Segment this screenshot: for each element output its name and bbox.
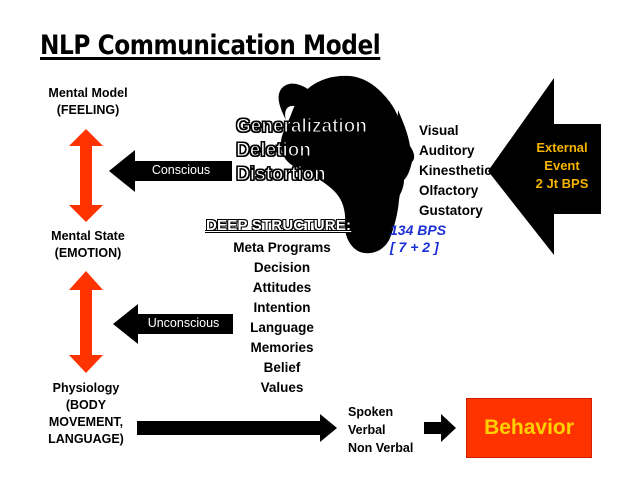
deep-structure-heading: DEEP STRUCTURE: [206, 217, 352, 234]
physiology-title: Physiology [52, 381, 120, 395]
sense-kinesthetic: Kinesthetic [419, 163, 492, 178]
external-event-label: External Event 2 Jt BPS [527, 139, 597, 193]
deep-item-attitudes: Attitudes [252, 280, 312, 295]
head-silhouette [280, 75, 405, 254]
unconscious-arrow [113, 304, 233, 344]
deep-item-belief: Belief [263, 360, 301, 375]
deep-structure-list: Meta Programs Decision Attitudes Intenti… [222, 238, 342, 398]
physiology-line-4: LANGUAGE) [48, 432, 124, 446]
filters-list: Generalization Deletion Distortion [235, 115, 367, 187]
deep-item-values: Values [260, 380, 304, 395]
sense-auditory: Auditory [419, 143, 475, 158]
physiology-output-arrow [137, 414, 337, 442]
mental-model-title: Mental Model [48, 86, 128, 100]
external-event-arrow [488, 78, 601, 255]
external-event-line-3: 2 Jt BPS [535, 176, 589, 191]
conscious-label: Conscious [151, 163, 211, 177]
sense-olfactory: Olfactory [419, 183, 479, 198]
deep-item-decision: Decision [253, 260, 311, 275]
behavior-label: Behavior [484, 416, 574, 439]
physiology-line-2: (BODY [65, 398, 107, 412]
senses-list: Visual Auditory Kinesthetic Olfactory Gu… [419, 121, 492, 221]
physiology-line-3: MOVEMENT, [48, 415, 124, 429]
behavior-box: Behavior [466, 398, 592, 458]
output-verbal: Verbal [348, 423, 386, 437]
output-behavior-arrow [424, 414, 456, 442]
mental-state-title: Mental State [51, 229, 125, 243]
filter-deletion: Deletion [235, 139, 311, 161]
red-arrow-feeling-emotion [69, 129, 103, 222]
red-arrow-emotion-physiology [69, 271, 103, 373]
bps-range: [ 7 + 2 ] [390, 239, 439, 255]
sense-gustatory: Gustatory [419, 203, 483, 218]
external-event-line-1: External [536, 140, 588, 155]
conscious-arrow [109, 150, 232, 192]
physiology-label: Physiology (BODY MOVEMENT, LANGUAGE) [32, 380, 140, 448]
bps-label: 134 BPS [ 7 + 2 ] [390, 222, 446, 256]
deep-item-intention: Intention [253, 300, 311, 315]
mental-state-label: Mental State (EMOTION) [38, 228, 138, 262]
ponytail [278, 83, 312, 120]
mental-state-sub: (EMOTION) [54, 246, 122, 260]
output-spoken: Spoken [348, 405, 394, 419]
filter-generalization: Generalization [235, 115, 367, 137]
filter-distortion: Distortion [235, 163, 326, 185]
deep-item-meta-programs: Meta Programs [233, 240, 331, 255]
output-non-verbal: Non Verbal [348, 441, 414, 455]
unconscious-label: Unconscious [147, 316, 220, 330]
mental-model-label: Mental Model (FEELING) [38, 85, 138, 119]
face-profile [394, 110, 415, 204]
mental-model-sub: (FEELING) [56, 103, 120, 117]
external-event-line-2: Event [544, 158, 580, 173]
bps-rate: 134 BPS [390, 222, 447, 238]
page-title: NLP Communication Model [40, 30, 381, 61]
sense-visual: Visual [419, 123, 459, 138]
deep-item-memories: Memories [250, 340, 314, 355]
deep-item-language: Language [250, 320, 314, 335]
output-modes-list: Spoken Verbal Non Verbal [348, 403, 413, 457]
